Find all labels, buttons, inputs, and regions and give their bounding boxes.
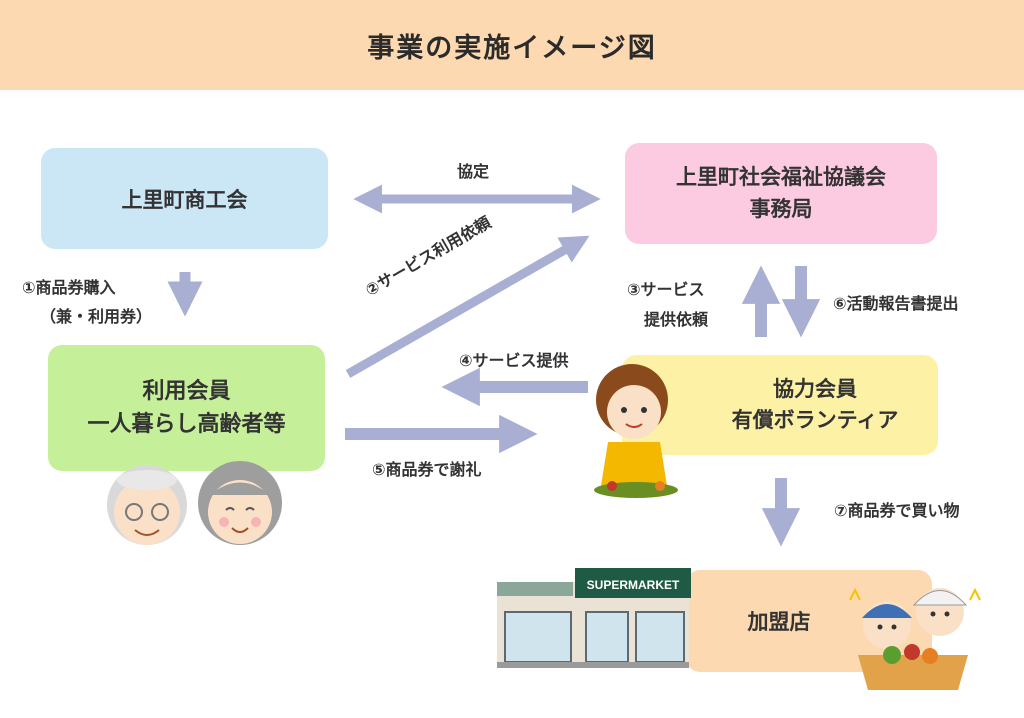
step1-sublabel: （兼・利用券）	[40, 307, 153, 326]
title-banner: 事業の実施イメージ図	[0, 0, 1024, 90]
step6-label: ⑥活動報告書提出	[833, 294, 959, 313]
agreement-label: 協定	[457, 162, 490, 181]
volunteer-members-label: 協力会員	[773, 376, 857, 401]
commerce-association-label: 上里町商工会	[121, 187, 248, 212]
user-members-sublabel: 一人暮らし高齢者等	[87, 412, 286, 437]
step2-arrow	[345, 235, 590, 378]
welfare-council-label: 上里町社会福祉協議会	[676, 165, 886, 189]
user-members-label: 利用会員	[142, 379, 231, 404]
shoppers-with-vegetables-icon	[849, 587, 981, 690]
supermarket-sign: SUPERMARKET	[587, 578, 680, 592]
volunteer-members-sublabel: 有償ボランティア	[731, 408, 899, 432]
cooking-volunteer-icon	[594, 364, 678, 498]
page-title: 事業の実施イメージ図	[367, 32, 657, 64]
step3-sublabel: 提供依頼	[644, 310, 709, 329]
supermarket-building-icon: SUPERMARKET	[497, 568, 691, 668]
step1-label: ①商品券購入	[22, 278, 116, 297]
volunteer-members-box: 協力会員 有償ボランティア	[622, 355, 938, 455]
step3-label: ③サービス	[627, 280, 705, 299]
elderly-couple-icon	[107, 461, 282, 545]
commerce-association-box: 上里町商工会	[41, 148, 328, 249]
step7-label: ⑦商品券で買い物	[834, 501, 960, 520]
welfare-council-sublabel: 事務局	[749, 196, 813, 221]
step5-label: ⑤商品券で謝礼	[372, 460, 482, 479]
member-store-label: 加盟店	[747, 610, 811, 634]
welfare-council-box: 上里町社会福祉協議会 事務局	[625, 143, 937, 244]
user-members-box: 利用会員 一人暮らし高齢者等	[48, 345, 325, 471]
step4-label: ④サービス提供	[459, 351, 569, 370]
